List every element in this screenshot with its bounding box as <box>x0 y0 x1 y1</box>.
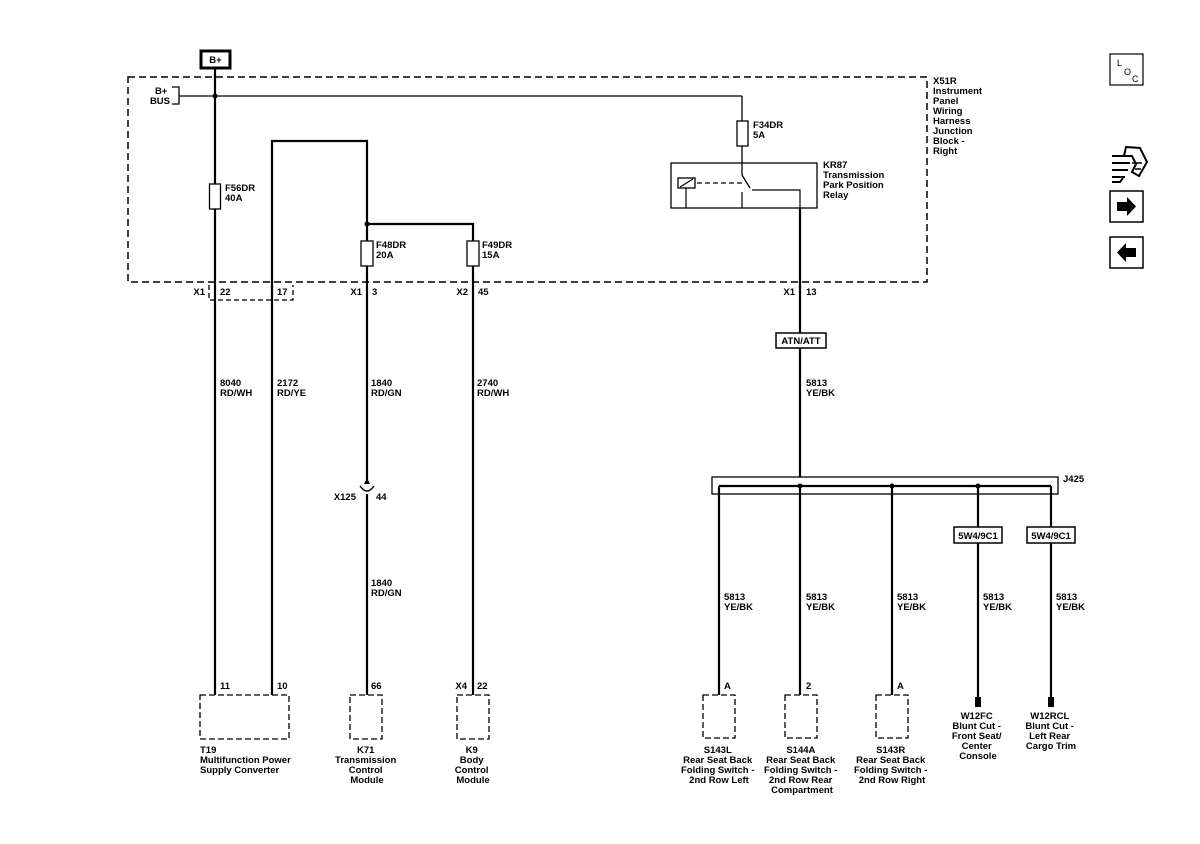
wire-2172 <box>270 139 369 695</box>
svg-text:K71 Transmission C: K71 Transmission Control Module <box>335 745 399 786</box>
arrow-left-icon <box>1117 243 1136 262</box>
svg-text:X2: X2 <box>456 287 468 298</box>
b-plus-source: B+ <box>199 49 232 70</box>
svg-text:X1: X1 <box>783 287 795 298</box>
tag-atn-att: ATN/ATT <box>775 332 827 349</box>
svg-text:W12FC Blunt Cut -: W12FC Blunt Cut - Front Seat/ Center Con… <box>952 711 1004 762</box>
component-s143r: A S143R Rear Seat Back Folding Switch - … <box>854 681 930 786</box>
svg-text:C: C <box>1132 74 1139 84</box>
junction-block-label: X51R Instrument Panel Wiring Harness Jun… <box>933 76 985 157</box>
svg-text:2: 2 <box>806 681 811 692</box>
svg-text:J425: J425 <box>1063 474 1085 485</box>
svg-text:O: O <box>1124 67 1131 77</box>
svg-text:KR87 Transmission: KR87 Transmission Park Position Relay <box>823 160 887 201</box>
svg-text:10: 10 <box>277 681 288 692</box>
svg-text:44: 44 <box>376 492 387 503</box>
tag-splice-2: 5W4/9C1 <box>1026 526 1076 544</box>
blunt-cut-w12fc: W12FC Blunt Cut - Front Seat/ Center Con… <box>952 697 1004 762</box>
arrow-right-icon <box>1117 197 1136 216</box>
svg-text:17: 17 <box>277 287 288 298</box>
inline-connector-x125: X125 44 <box>334 478 387 503</box>
previous-page-button[interactable] <box>1109 236 1144 269</box>
svg-text:S144A Rear Seat Back: S144A Rear Seat Back Folding Switch - 2n… <box>764 745 840 796</box>
svg-text:5W4/9C1: 5W4/9C1 <box>958 531 998 542</box>
component-k71: 66 K71 Transmission Control Module <box>335 681 399 786</box>
svg-text:W12RCL Blunt Cut -: W12RCL Blunt Cut - Left Rear Cargo Trim <box>1025 711 1076 752</box>
connector-x1-22-17: X1 22 17 <box>193 285 294 301</box>
svg-text:ATN/ATT: ATN/ATT <box>781 336 820 347</box>
connector-x1-13: X1 13 <box>783 287 816 298</box>
svg-text:66: 66 <box>371 681 382 692</box>
svg-text:A: A <box>724 681 731 692</box>
connector-x1-3: X1 3 <box>350 287 377 298</box>
splice-pack-j425: J425 <box>711 474 1085 495</box>
svg-text:11: 11 <box>220 681 231 692</box>
connector-end-view-icon[interactable] <box>1112 145 1149 183</box>
b-plus-bus-label: B+ BUS <box>150 86 170 107</box>
fuse-branch-dot <box>364 221 370 227</box>
svg-text:K9 Body Control: K9 Body Control Module <box>455 745 491 786</box>
connector-x2-45: X2 45 <box>456 287 489 298</box>
relay-kr87: KR87 Transmission Park Position Relay <box>670 160 887 209</box>
svg-text:L: L <box>1117 58 1122 68</box>
svg-text:13: 13 <box>806 287 817 298</box>
svg-text:22: 22 <box>220 287 231 298</box>
svg-text:22: 22 <box>477 681 488 692</box>
component-k9: X4 22 K9 Body Control Module <box>455 681 491 786</box>
blunt-cut-w12rcl: W12RCL Blunt Cut - Left Rear Cargo Trim <box>1025 697 1076 752</box>
svg-text:S143R Rear Seat Back: S143R Rear Seat Back Folding Switch - 2n… <box>854 745 930 786</box>
tag-splice-1: 5W4/9C1 <box>953 526 1003 544</box>
svg-text:S143L Rear Seat Back: S143L Rear Seat Back Folding Switch - 2n… <box>681 745 757 786</box>
svg-text:45: 45 <box>478 287 489 298</box>
svg-text:A: A <box>897 681 904 692</box>
svg-text:B+: B+ <box>209 55 222 66</box>
component-s143l: A S143L Rear Seat Back Folding Switch - … <box>681 681 757 786</box>
svg-text:T19 Multifunction Power: T19 Multifunction Power Supply Converter <box>200 745 293 776</box>
component-t19: 11 10 T19 Multifunction Power Supply Con… <box>199 681 293 776</box>
next-page-button[interactable] <box>1109 190 1144 223</box>
wire-2740 <box>367 222 475 695</box>
svg-text:5W4/9C1: 5W4/9C1 <box>1031 531 1071 542</box>
svg-text:X125: X125 <box>334 492 357 503</box>
component-s144a: 2 S144A Rear Seat Back Folding Switch - … <box>764 681 840 796</box>
svg-text:3: 3 <box>372 287 377 298</box>
svg-text:X1: X1 <box>193 287 205 298</box>
junction-block-outline <box>127 76 928 283</box>
b-plus-bus-bracket <box>172 86 180 105</box>
svg-text:X1: X1 <box>350 287 362 298</box>
svg-text:X4: X4 <box>455 681 467 692</box>
location-button[interactable]: L O C <box>1109 53 1144 86</box>
